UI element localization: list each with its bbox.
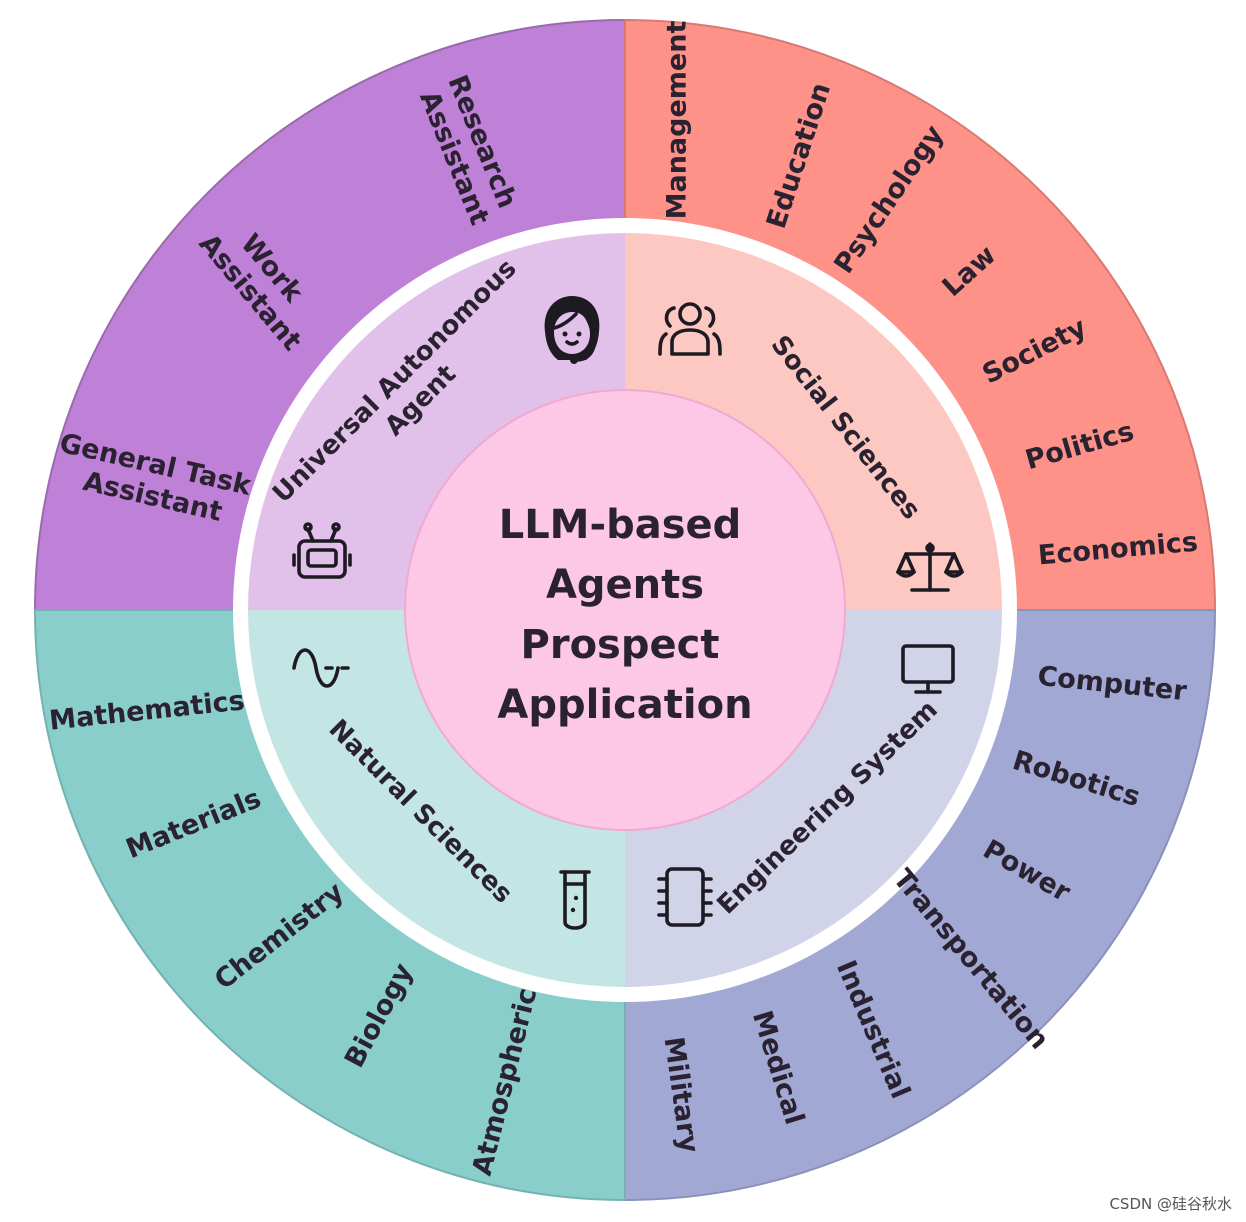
chip-icon	[657, 867, 713, 927]
headset-agent-icon	[544, 296, 600, 364]
center-circle	[404, 389, 846, 831]
robot-icon	[292, 522, 352, 579]
watermark: CSDN @硅谷秋水	[1109, 1195, 1232, 1213]
monitor-icon	[901, 644, 955, 694]
people-icon	[658, 302, 722, 356]
center-title-line: LLM-based	[499, 502, 742, 548]
scales-icon	[896, 542, 964, 592]
center-title-line: Application	[497, 682, 752, 728]
outer-label: Management	[662, 21, 693, 220]
center-title-line: Agents	[546, 562, 704, 608]
center-title-line: Prospect	[521, 622, 720, 668]
sine-wave-icon	[292, 648, 350, 688]
test-tube-icon	[559, 870, 591, 930]
center-title: LLM-based Agents Prospect Application	[497, 502, 752, 728]
